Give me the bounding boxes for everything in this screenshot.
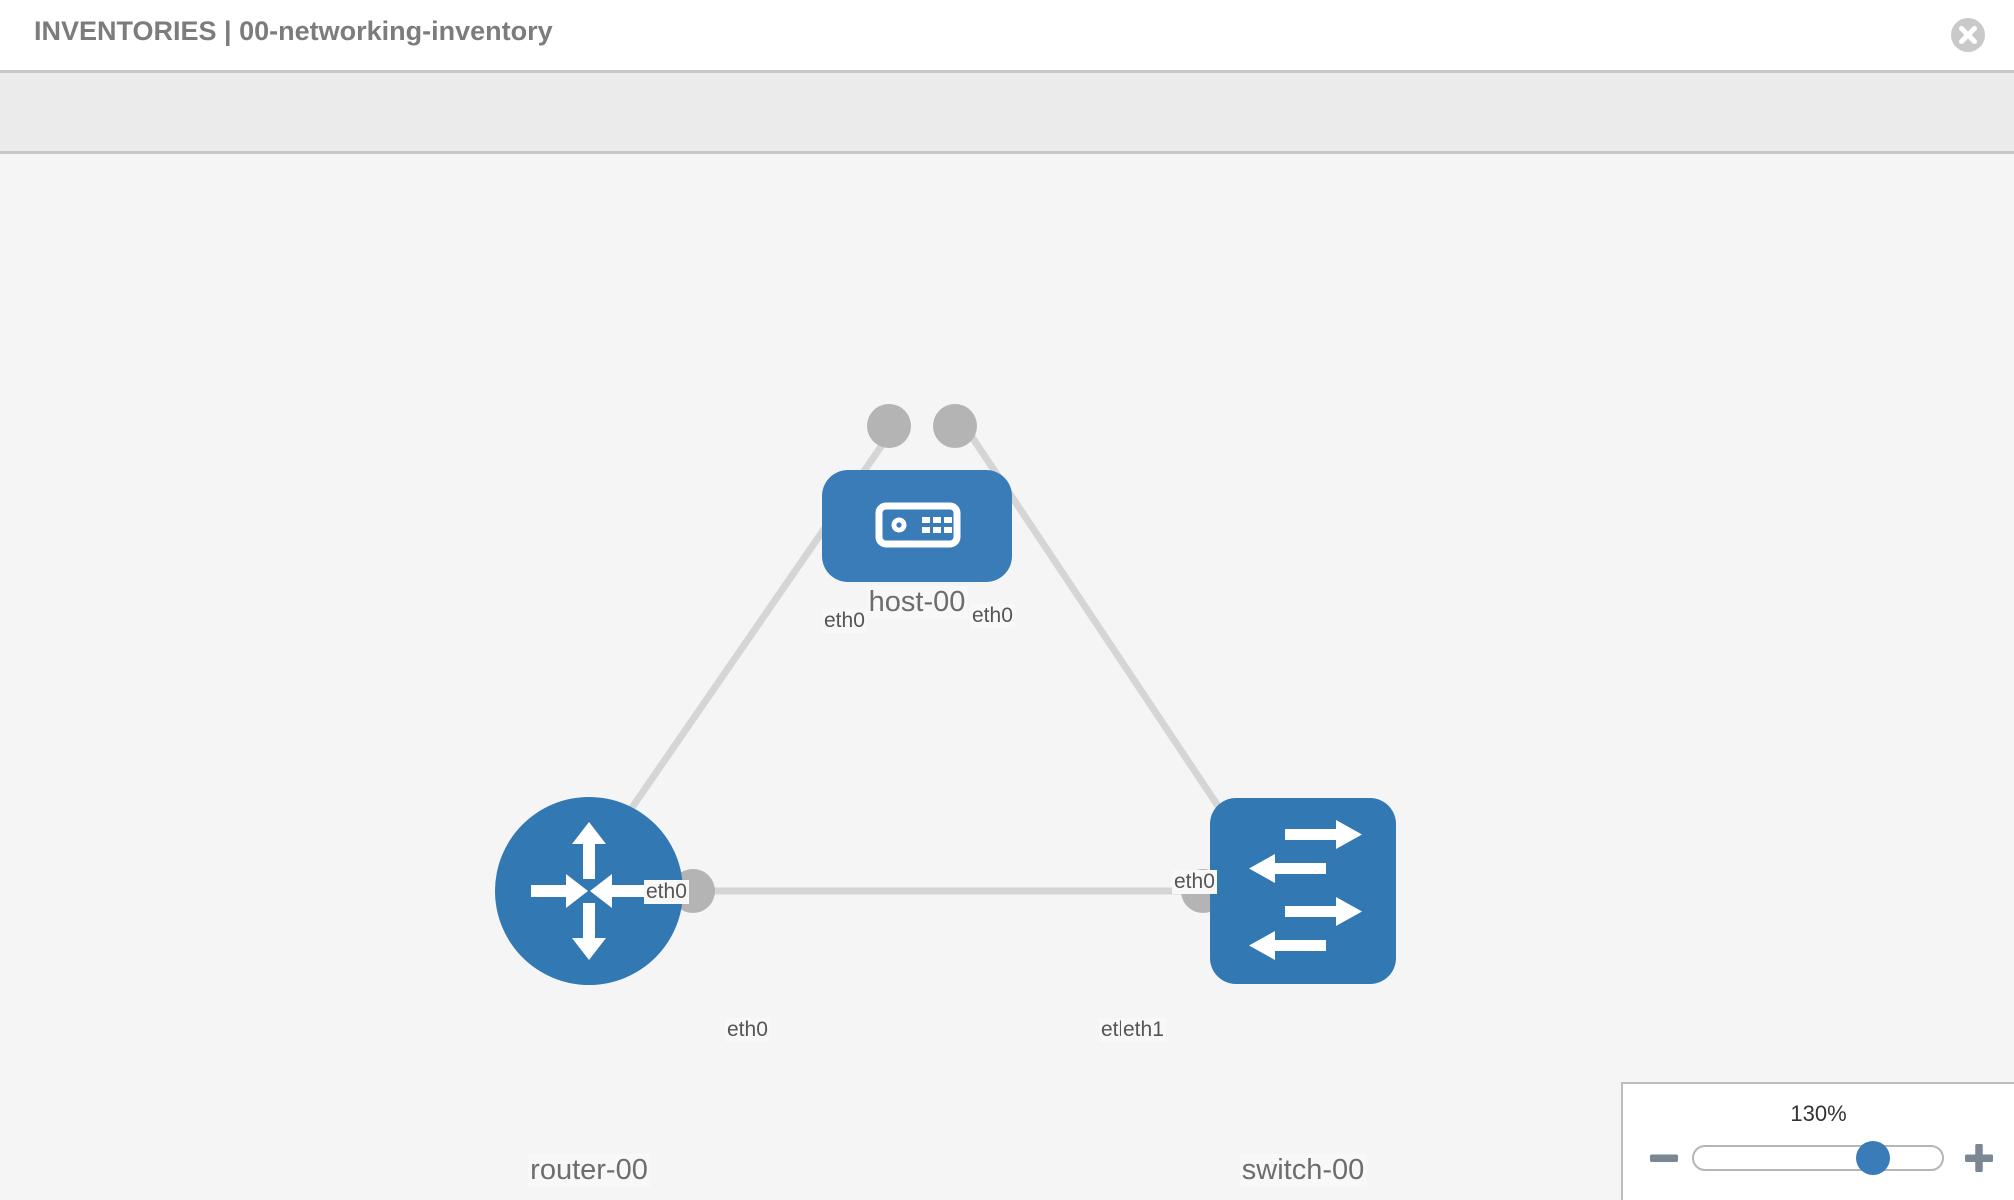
iface-label: eth0 xyxy=(644,880,689,904)
iface-label: eth0 xyxy=(970,604,1015,628)
topology-node-router-00[interactable] xyxy=(495,797,683,985)
port-circle[interactable] xyxy=(867,404,911,448)
switch-arrows-icon xyxy=(1249,820,1362,960)
topology-node-switch-00[interactable] xyxy=(1210,798,1396,984)
page-header: INVENTORIES | 00-networking-inventory xyxy=(0,0,2014,70)
iface-label: eth0 xyxy=(725,1018,770,1042)
plus-icon[interactable] xyxy=(1962,1141,1996,1175)
zoom-slider[interactable] xyxy=(1692,1141,1944,1175)
zoom-level-value: 130% xyxy=(1790,1101,1847,1126)
topology-graph xyxy=(495,404,1396,985)
close-icon[interactable] xyxy=(1950,17,1986,53)
zoom-slider-thumb[interactable] xyxy=(1855,1141,1890,1175)
topology-node-host-00[interactable] xyxy=(822,470,1012,582)
iface-label: eth0 xyxy=(1172,870,1217,894)
node-label-switch-00: switch-00 xyxy=(1239,1154,1367,1187)
iface-label: eth0 xyxy=(822,609,867,633)
port-circle[interactable] xyxy=(933,404,977,448)
minus-icon[interactable] xyxy=(1647,1141,1681,1175)
server-icon xyxy=(875,502,961,548)
zoom-slider-row xyxy=(1623,1136,2014,1180)
zoom-control-panel: 130% xyxy=(1621,1082,2014,1200)
node-label-router-00: router-00 xyxy=(528,1154,650,1187)
iface-label: eth1 xyxy=(1121,1018,1166,1042)
topology-canvas[interactable]: host-00 router-00 switch-00 eth0 eth0 et… xyxy=(0,154,2014,1200)
node-label-host-00: host-00 xyxy=(866,586,968,619)
router-arrows-icon xyxy=(531,822,647,960)
page-title: INVENTORIES | 00-networking-inventory xyxy=(34,16,553,46)
toolbar: ACTIONS SEARCH xyxy=(0,70,2014,209)
